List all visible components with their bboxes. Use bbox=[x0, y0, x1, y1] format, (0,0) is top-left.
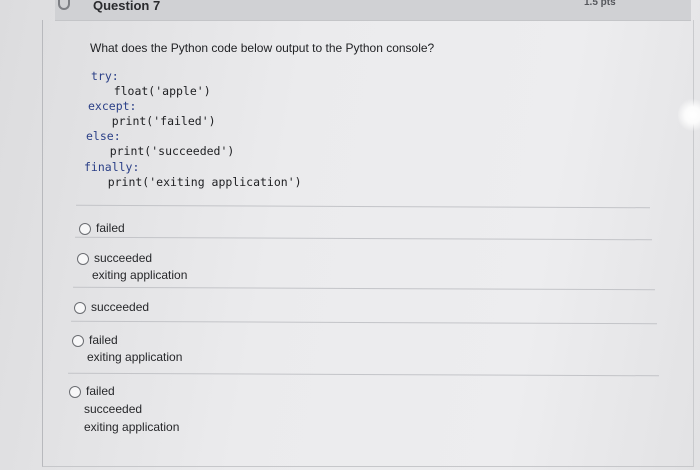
question-header bbox=[55, 0, 691, 21]
option-5-line-2[interactable]: succeeded bbox=[84, 402, 143, 416]
option-4-line-1[interactable]: failed bbox=[89, 333, 118, 347]
option-4-line-2[interactable]: exiting application bbox=[87, 350, 183, 364]
radio-option-4[interactable] bbox=[72, 335, 84, 347]
code-line: else: bbox=[86, 129, 121, 143]
code-line: except: bbox=[88, 99, 137, 113]
option-1-line-1[interactable]: failed bbox=[96, 221, 125, 235]
option-3-line-1[interactable]: succeeded bbox=[91, 300, 150, 314]
code-line: print('succeeded') bbox=[82, 144, 235, 158]
option-2-line-1[interactable]: succeeded bbox=[94, 251, 153, 265]
question-points: 1.5 pts bbox=[584, 0, 616, 8]
option-5-line-3[interactable]: exiting application bbox=[84, 420, 180, 434]
option-2-line-2[interactable]: exiting application bbox=[92, 268, 188, 282]
radio-option-3[interactable] bbox=[74, 302, 86, 314]
code-line: finally: bbox=[84, 160, 140, 174]
radio-option-1[interactable] bbox=[79, 223, 91, 235]
question-card bbox=[42, 20, 694, 467]
question-title: Question 7 bbox=[93, 0, 161, 13]
screen-glare bbox=[678, 97, 700, 133]
radio-option-2[interactable] bbox=[77, 253, 89, 265]
question-text: What does the Python code below output t… bbox=[90, 41, 435, 55]
code-line: print('exiting application') bbox=[80, 175, 302, 189]
code-line: try: bbox=[91, 69, 119, 83]
code-line: float('apple') bbox=[86, 84, 211, 98]
option-5-line-1[interactable]: failed bbox=[86, 384, 115, 398]
code-line: print('failed') bbox=[84, 114, 216, 128]
radio-option-5[interactable] bbox=[69, 386, 81, 398]
flag-icon[interactable] bbox=[58, 0, 70, 10]
